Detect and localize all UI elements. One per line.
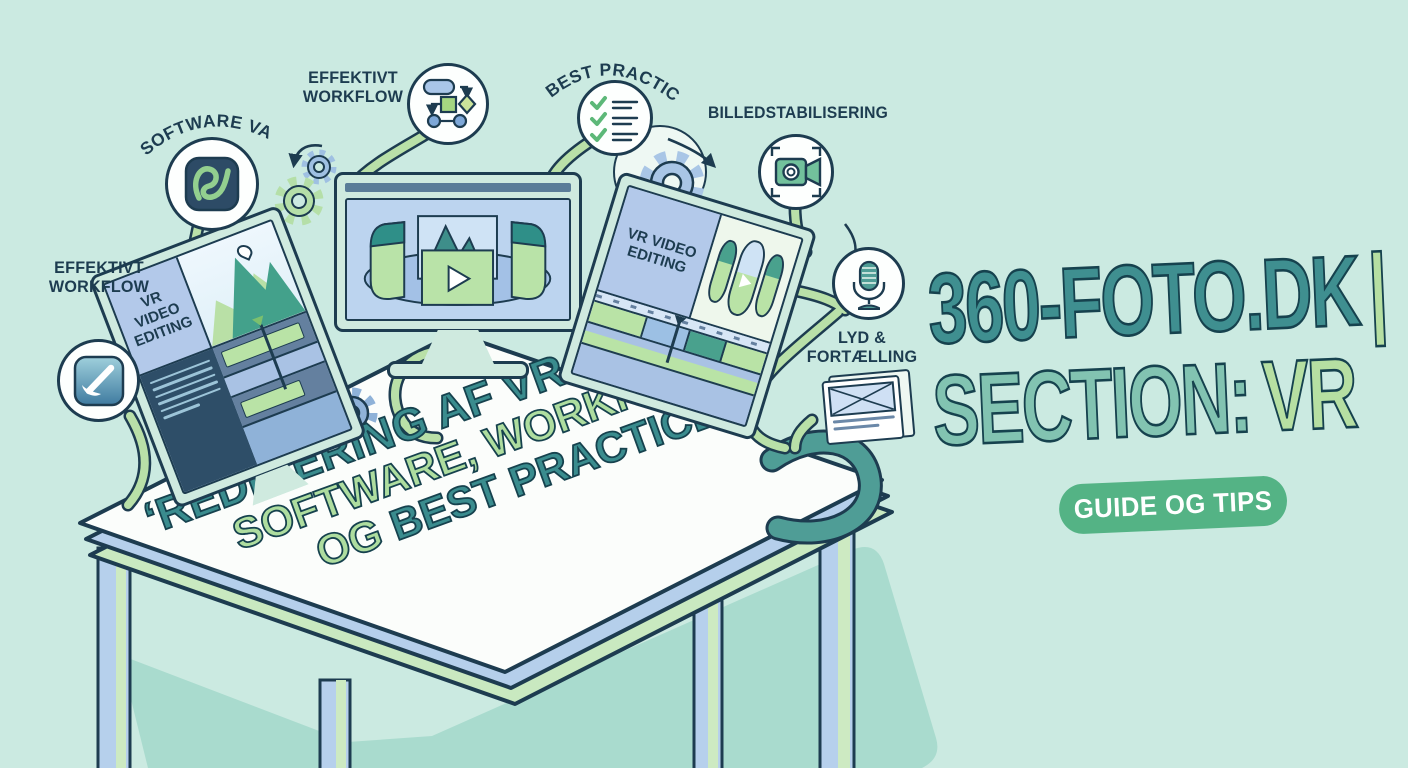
marker-dot <box>234 242 255 262</box>
separator-bar: | <box>1365 232 1390 347</box>
software-valg-badge <box>165 137 259 231</box>
stabilized-video-camera-icon <box>770 146 822 198</box>
brand-block: 360-FOTO.DK| SECTION:VR GUIDE OG TIPS <box>925 232 1408 540</box>
pen-tool-app-icon <box>73 355 124 406</box>
gear-icon <box>301 149 337 185</box>
label-billedstabilisering: BILLEDSTABILISERING <box>707 104 889 122</box>
best-practices-badge <box>577 80 653 156</box>
card-front <box>821 374 905 446</box>
flowchart-icon <box>422 78 477 129</box>
desk-shadow <box>120 547 938 768</box>
label-lyd-fortaelling: LYD & FORTÆLLING <box>806 328 918 367</box>
workflow-loop <box>759 429 883 545</box>
lyd-fortaelling-badge <box>832 247 905 320</box>
effektivt-workflow-badge <box>407 63 489 145</box>
center-monitor <box>334 172 582 379</box>
section-label: SECTION: <box>929 340 1253 468</box>
text-line <box>832 415 895 424</box>
text-line <box>833 423 880 431</box>
play-icon <box>739 273 754 291</box>
section-value: VR <box>1259 336 1359 454</box>
play-icon <box>447 264 472 293</box>
guide-og-tips-button[interactable]: GUIDE OG TIPS <box>1058 475 1289 535</box>
label-effektivt-workflow-left: EFFEKTIVT WORKFLOW <box>48 258 150 297</box>
checklist-icon <box>590 96 639 142</box>
effektivt-workflow-left-badge <box>57 339 140 422</box>
360-video-preview <box>347 200 569 319</box>
app-logo-swirl-icon <box>184 156 240 212</box>
image-placeholder-icon <box>827 381 897 417</box>
article-card-icon <box>821 368 916 446</box>
monitor-topbar <box>345 183 571 192</box>
billedstabilisering-badge <box>758 134 834 210</box>
label-effektivt-workflow-top: EFFEKTIVT WORKFLOW <box>302 68 404 107</box>
section-title: SECTION:VR <box>929 336 1408 469</box>
microphone-icon <box>852 260 885 310</box>
center-monitor-screen <box>345 198 571 321</box>
monitor-stand <box>422 330 494 364</box>
